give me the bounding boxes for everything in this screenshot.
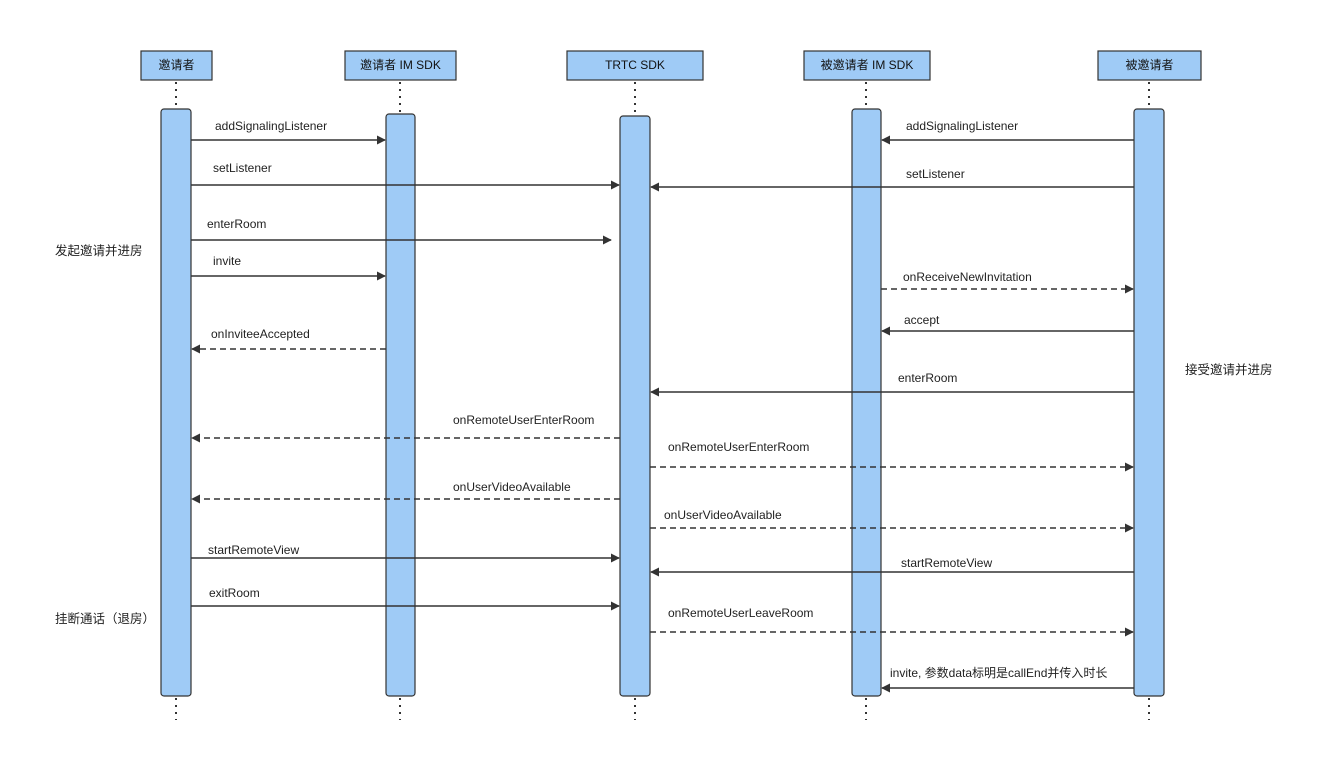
participant-invitee-im: 被邀请者 IM SDK (803, 50, 931, 81)
message-label: accept (904, 313, 940, 327)
message-on-user-video-available-invitee: onUserVideoAvailable (650, 508, 1134, 533)
note-initiate-invite: 发起邀请并进房 (55, 243, 143, 258)
participant-inviter-im-label: 邀请者 IM SDK (360, 57, 441, 72)
participant-invitee-label: 被邀请者 (1125, 57, 1173, 72)
message-label: startRemoteView (208, 543, 299, 557)
message-label: setListener (906, 167, 965, 181)
note-hang-up: 挂断通话（退房） (55, 611, 155, 626)
message-label: addSignalingListener (906, 119, 1018, 133)
message-on-user-video-available-inviter: onUserVideoAvailable (191, 480, 620, 504)
activation-inviter-im (385, 113, 416, 697)
message-label: onReceiveNewInvitation (903, 270, 1032, 284)
message-label: onRemoteUserEnterRoom (453, 413, 594, 427)
message-label: startRemoteView (901, 556, 992, 570)
message-exit-room: exitRoom (191, 586, 620, 611)
message-label: onInviteeAccepted (211, 327, 310, 341)
message-start-remote-view-invitee: startRemoteView (650, 556, 1134, 577)
message-label: onUserVideoAvailable (664, 508, 782, 522)
participant-invitee-im-label: 被邀请者 IM SDK (821, 57, 914, 72)
note-accept-invite: 接受邀请并进房 (1185, 362, 1273, 377)
message-label: onRemoteUserEnterRoom (668, 440, 809, 454)
message-enter-room-invitee: enterRoom (650, 371, 1134, 397)
message-on-remote-user-enter-room-invitee: onRemoteUserEnterRoom (650, 440, 1134, 472)
message-label: invite, 参数data标明是callEnd并传入时长 (890, 665, 1107, 680)
message-label: onRemoteUserLeaveRoom (668, 606, 813, 620)
activation-inviter (160, 108, 192, 697)
activation-invitee-im (851, 108, 882, 697)
message-label: enterRoom (898, 371, 957, 385)
message-enter-room-inviter: enterRoom (191, 217, 612, 245)
participant-invitee: 被邀请者 (1097, 50, 1202, 81)
participant-trtc-label: TRTC SDK (605, 58, 665, 72)
message-label: onUserVideoAvailable (453, 480, 571, 494)
participant-inviter-label: 邀请者 (158, 57, 194, 72)
message-accept: accept (881, 313, 1134, 336)
message-add-signaling-listener-inviter: addSignalingListener (191, 119, 386, 145)
activation-trtc (619, 115, 651, 697)
message-start-remote-view-inviter: startRemoteView (191, 543, 620, 563)
participant-trtc: TRTC SDK (566, 50, 704, 81)
message-set-listener-invitee: setListener (650, 167, 1134, 192)
participant-inviter-im: 邀请者 IM SDK (344, 50, 457, 81)
message-on-remote-user-enter-room-inviter: onRemoteUserEnterRoom (191, 413, 620, 443)
message-add-signaling-listener-invitee: addSignalingListener (881, 119, 1134, 145)
message-on-invitee-accepted: onInviteeAccepted (191, 327, 386, 354)
message-label: exitRoom (209, 586, 260, 600)
message-label: setListener (213, 161, 272, 175)
message-on-receive-new-invitation: onReceiveNewInvitation (881, 270, 1134, 294)
message-on-remote-user-leave-room: onRemoteUserLeaveRoom (650, 606, 1134, 637)
message-label: addSignalingListener (215, 119, 327, 133)
message-set-listener-inviter: setListener (191, 161, 620, 190)
message-invite-call-end: invite, 参数data标明是callEnd并传入时长 (881, 665, 1134, 693)
message-invite: invite (191, 254, 386, 281)
activation-invitee (1133, 108, 1165, 697)
message-label: invite (213, 254, 241, 268)
message-label: enterRoom (207, 217, 266, 231)
participant-inviter: 邀请者 (140, 50, 213, 81)
